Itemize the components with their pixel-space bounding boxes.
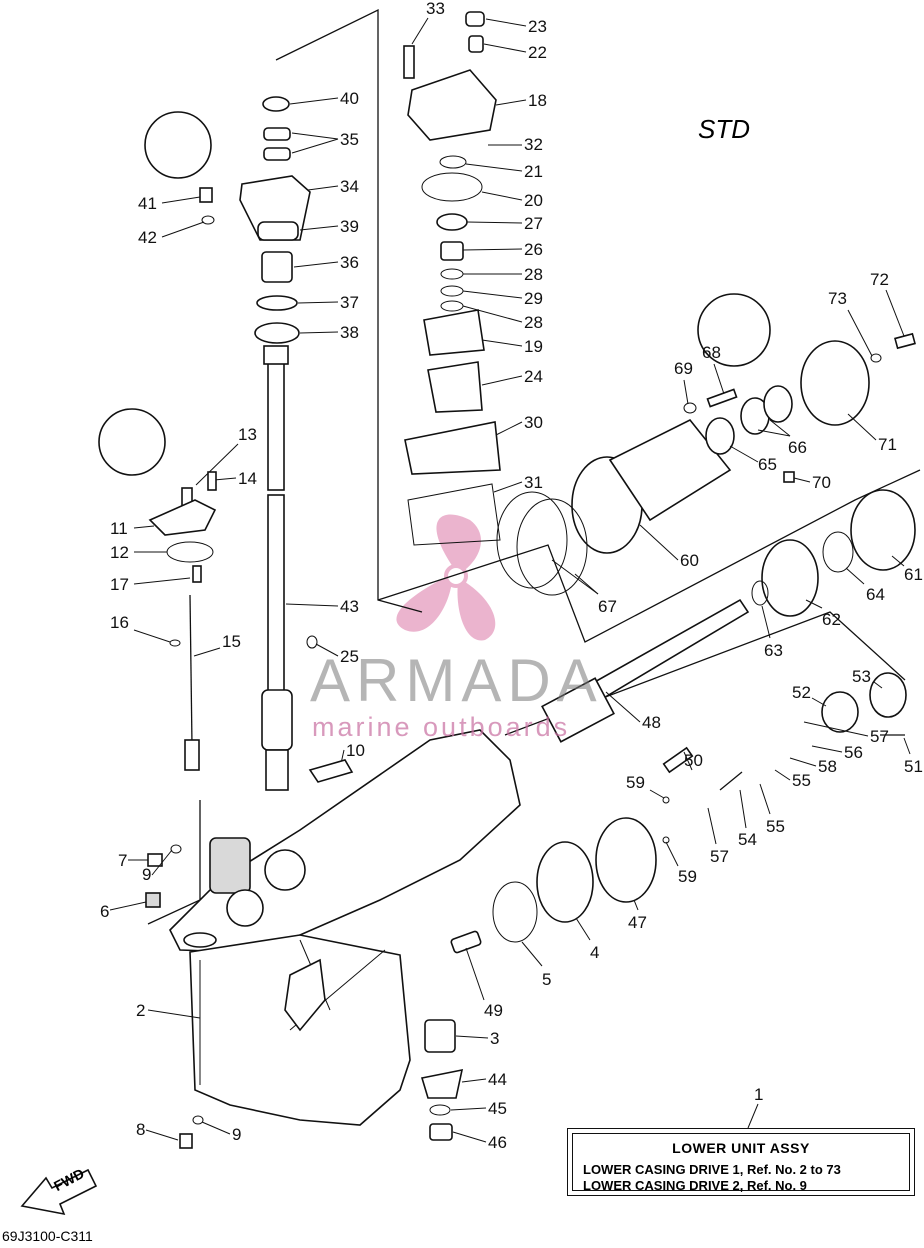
info-box-inner: LOWER UNIT ASSY LOWER CASING DRIVE 1, Re… bbox=[572, 1133, 910, 1193]
callout-61: 61 bbox=[904, 565, 923, 584]
callout-73: 73 bbox=[828, 289, 847, 308]
callout-14: 14 bbox=[238, 469, 257, 488]
propeller-shaft-housing bbox=[496, 293, 916, 617]
callout-28b: 28 bbox=[524, 313, 543, 332]
callout-30: 30 bbox=[524, 413, 543, 432]
callout-48: 48 bbox=[642, 713, 661, 732]
callout-35: 35 bbox=[340, 130, 359, 149]
callout-36: 36 bbox=[340, 253, 359, 272]
callout-47: 47 bbox=[628, 913, 647, 932]
callout-60: 60 bbox=[680, 551, 699, 570]
callout-57b: 57 bbox=[870, 727, 889, 746]
callout-34: 34 bbox=[340, 177, 359, 196]
fwd-arrow-icon bbox=[20, 1168, 98, 1216]
callout-43: 43 bbox=[340, 597, 359, 616]
callout-69: 69 bbox=[674, 359, 693, 378]
callout-37: 37 bbox=[340, 293, 359, 312]
callout-55a: 55 bbox=[766, 817, 785, 836]
callout-70: 70 bbox=[812, 473, 831, 492]
callout-45: 45 bbox=[488, 1099, 507, 1118]
callout-1: 1 bbox=[754, 1085, 763, 1104]
callout-26: 26 bbox=[524, 240, 543, 259]
callout-55b: 55 bbox=[792, 771, 811, 790]
callout-65: 65 bbox=[758, 455, 777, 474]
callout-64: 64 bbox=[866, 585, 885, 604]
callout-63: 63 bbox=[764, 641, 783, 660]
callout-12: 12 bbox=[110, 543, 129, 562]
callout-51: 51 bbox=[904, 757, 923, 776]
callout-53: 53 bbox=[852, 667, 871, 686]
callout-42: 42 bbox=[138, 228, 157, 247]
callout-50: 50 bbox=[684, 751, 703, 770]
callout-8: 8 bbox=[136, 1120, 145, 1139]
info-box-title: LOWER UNIT ASSY bbox=[672, 1140, 810, 1156]
std-label: STD bbox=[698, 114, 750, 144]
callout-3: 3 bbox=[490, 1029, 499, 1048]
callout-9b: 9 bbox=[232, 1125, 241, 1144]
callout-2: 2 bbox=[136, 1001, 145, 1020]
callout-16: 16 bbox=[110, 613, 129, 632]
callout-18: 18 bbox=[528, 91, 547, 110]
callout-29: 29 bbox=[524, 289, 543, 308]
callout-56: 56 bbox=[844, 743, 863, 762]
callout-10: 10 bbox=[346, 741, 365, 760]
callout-6: 6 bbox=[100, 902, 109, 921]
callout-68: 68 bbox=[702, 343, 721, 362]
callout-66: 66 bbox=[788, 438, 807, 457]
callout-24: 24 bbox=[524, 367, 543, 386]
callout-39: 39 bbox=[340, 217, 359, 236]
doc-code: 69J3100-C311 bbox=[2, 1228, 93, 1244]
callout-71: 71 bbox=[878, 435, 897, 454]
callout-46: 46 bbox=[488, 1133, 507, 1152]
info-box-line-2: LOWER CASING DRIVE 2, Ref. No. 9 bbox=[583, 1178, 807, 1193]
callout-22: 22 bbox=[528, 43, 547, 62]
callout-59b: 59 bbox=[678, 867, 697, 886]
callout-23: 23 bbox=[528, 17, 547, 36]
callout-41: 41 bbox=[138, 194, 157, 213]
callout-52: 52 bbox=[792, 683, 811, 702]
callout-72: 72 bbox=[870, 270, 889, 289]
watermark-brand: ARMADA bbox=[310, 647, 603, 714]
callout-59a: 59 bbox=[626, 773, 645, 792]
callout-28a: 28 bbox=[524, 265, 543, 284]
callout-38: 38 bbox=[340, 323, 359, 342]
callout-21: 21 bbox=[524, 162, 543, 181]
callout-54: 54 bbox=[738, 830, 757, 849]
callout-31: 31 bbox=[524, 473, 543, 492]
callout-13: 13 bbox=[238, 425, 257, 444]
part-callouts: 33 23 22 18 32 21 20 27 26 28 29 28 19 2… bbox=[100, 0, 923, 1152]
callout-40: 40 bbox=[340, 89, 359, 108]
callout-4: 4 bbox=[590, 943, 599, 962]
lower-unit-info-box: LOWER UNIT ASSY LOWER CASING DRIVE 1, Re… bbox=[567, 1128, 915, 1196]
info-box-line-1: LOWER CASING DRIVE 1, Ref. No. 2 to 73 bbox=[583, 1162, 841, 1177]
callout-62: 62 bbox=[822, 610, 841, 629]
callout-9a: 9 bbox=[142, 865, 151, 884]
callout-17: 17 bbox=[110, 575, 129, 594]
callout-5: 5 bbox=[542, 970, 551, 989]
callout-20: 20 bbox=[524, 191, 543, 210]
callout-27: 27 bbox=[524, 214, 543, 233]
propeller-shaft bbox=[541, 598, 750, 743]
callout-33: 33 bbox=[426, 0, 445, 18]
callout-32: 32 bbox=[524, 135, 543, 154]
water-pump-parts bbox=[403, 11, 501, 546]
callout-25: 25 bbox=[340, 647, 359, 666]
pinion-and-bearing-parts bbox=[420, 817, 657, 1141]
callout-19: 19 bbox=[524, 337, 543, 356]
callout-44: 44 bbox=[488, 1070, 507, 1089]
callout-49: 49 bbox=[484, 1001, 503, 1020]
bearing-housing-parts bbox=[98, 96, 311, 476]
callout-11: 11 bbox=[110, 519, 128, 538]
callout-57a: 57 bbox=[710, 847, 729, 866]
callout-7: 7 bbox=[118, 851, 127, 870]
callout-67: 67 bbox=[598, 597, 617, 616]
callout-15: 15 bbox=[222, 632, 241, 651]
lower-casing bbox=[169, 729, 521, 1126]
watermark-propeller-icon bbox=[396, 514, 496, 641]
watermark-subtitle: marine outboards bbox=[312, 712, 571, 742]
drive-shaft bbox=[261, 345, 293, 791]
callout-58: 58 bbox=[818, 757, 837, 776]
